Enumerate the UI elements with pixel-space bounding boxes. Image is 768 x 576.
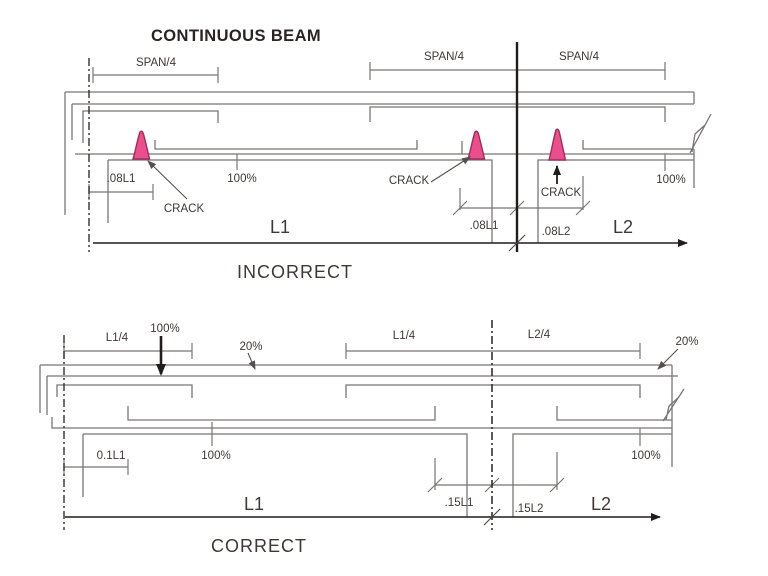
bottom-bar-left-span: [127, 406, 436, 421]
bottom-bar-left-span: [154, 140, 418, 150]
l14-mid-label: L1/4: [393, 330, 416, 342]
beam-soffit-line: [51, 417, 672, 429]
span4-mid-label: SPAN/4: [424, 51, 465, 63]
dim-08l-mid: [452, 176, 591, 216]
dim-15l1-label: .15L1: [445, 497, 474, 509]
pct-bottom-left-label: 100%: [201, 450, 230, 462]
beam-soffit-line: [75, 141, 694, 155]
crack-shape-left: [132, 130, 151, 160]
dim-08l1-mid-label: .08L1: [470, 220, 499, 232]
pct-anchor-label: 100%: [150, 323, 179, 335]
crack-left-label: CRACK: [164, 203, 205, 215]
span-l1-label: L1: [244, 494, 264, 514]
dim-01l1-label: 0.1L1: [97, 450, 126, 462]
pct-ticks: [236, 154, 666, 171]
top-bar-short-mid: [345, 384, 641, 398]
pct-ticks: [211, 422, 641, 446]
correct-caption: CORRECT: [211, 536, 307, 556]
crack-mid-label: CRACK: [389, 175, 430, 187]
dim-15l2-label: .15L2: [515, 503, 544, 515]
pct20-left-arrow: [247, 352, 256, 370]
l14-left-label: L1/4: [106, 332, 129, 344]
l14-l24-mid-dim: [345, 343, 641, 359]
span-l2-label: L2: [591, 494, 611, 514]
pct20-left-label: 20%: [239, 341, 262, 353]
incorrect-diagram: SPAN/4 SPAN/4 SPAN/4 .08L1 100% CRACK CR…: [64, 42, 712, 282]
break-mark-right: [662, 388, 685, 422]
dim-08l2-label: .08L2: [542, 226, 571, 238]
span-l2-label: L2: [613, 217, 633, 237]
beam-lower-line-and-column: [107, 159, 694, 243]
span4-right-label: SPAN/4: [559, 51, 600, 63]
dim-08l1-left-label: .08L1: [107, 173, 136, 185]
axis-slash-mid-support: [508, 234, 526, 252]
span-l1-label: L1: [270, 217, 290, 237]
correct-rebar-lines: [39, 364, 685, 517]
incorrect-caption: INCORRECT: [237, 262, 353, 282]
top-bar-long-lines: [39, 364, 678, 415]
incorrect-dimension-lines: [88, 62, 666, 216]
correct-dimension-lines: [63, 343, 641, 493]
beam-lower-line-and-column: [82, 433, 672, 517]
crack-right-label: CRACK: [541, 187, 582, 199]
incorrect-rebar-lines: [64, 91, 712, 243]
l14-left-dim: [63, 343, 193, 359]
crack-marks-incorrect: [132, 128, 567, 161]
top-bar-short-left: [82, 110, 219, 143]
bottom-bar-right-span: [556, 406, 672, 421]
dim-08l1-left: [88, 184, 154, 200]
crack-shape-mid: [467, 130, 486, 160]
pct-left-label: 100%: [227, 173, 256, 185]
crack-leader-left: [147, 160, 188, 200]
correct-diagram: L1/4 100% 20% L1/4 L2/4 20% 0.1L1 100% .…: [39, 320, 699, 556]
l24-label: L2/4: [528, 329, 551, 341]
crack-leader-mid: [430, 156, 471, 183]
crack-shape-right: [548, 128, 567, 161]
bottom-bar-right-span: [582, 140, 695, 188]
pct-bottom-right-label: 100%: [631, 450, 660, 462]
axis-slash-mid-support: [483, 508, 501, 526]
pct20-arrows: [247, 348, 679, 370]
break-mark-right: [689, 113, 712, 154]
incorrect-leaders: [147, 156, 471, 200]
pct20-right-label: 20%: [675, 336, 698, 348]
pct20-right-arrow: [657, 348, 679, 370]
span4-left-dim: [92, 67, 219, 83]
top-bar-short-left: [56, 384, 193, 398]
top-bar-long-lines: [64, 91, 695, 215]
page-title: CONTINUOUS BEAM: [151, 27, 321, 45]
span4-left-label: SPAN/4: [136, 57, 177, 69]
pct-right-label: 100%: [656, 174, 685, 186]
dim-15l-mid: [427, 452, 565, 493]
